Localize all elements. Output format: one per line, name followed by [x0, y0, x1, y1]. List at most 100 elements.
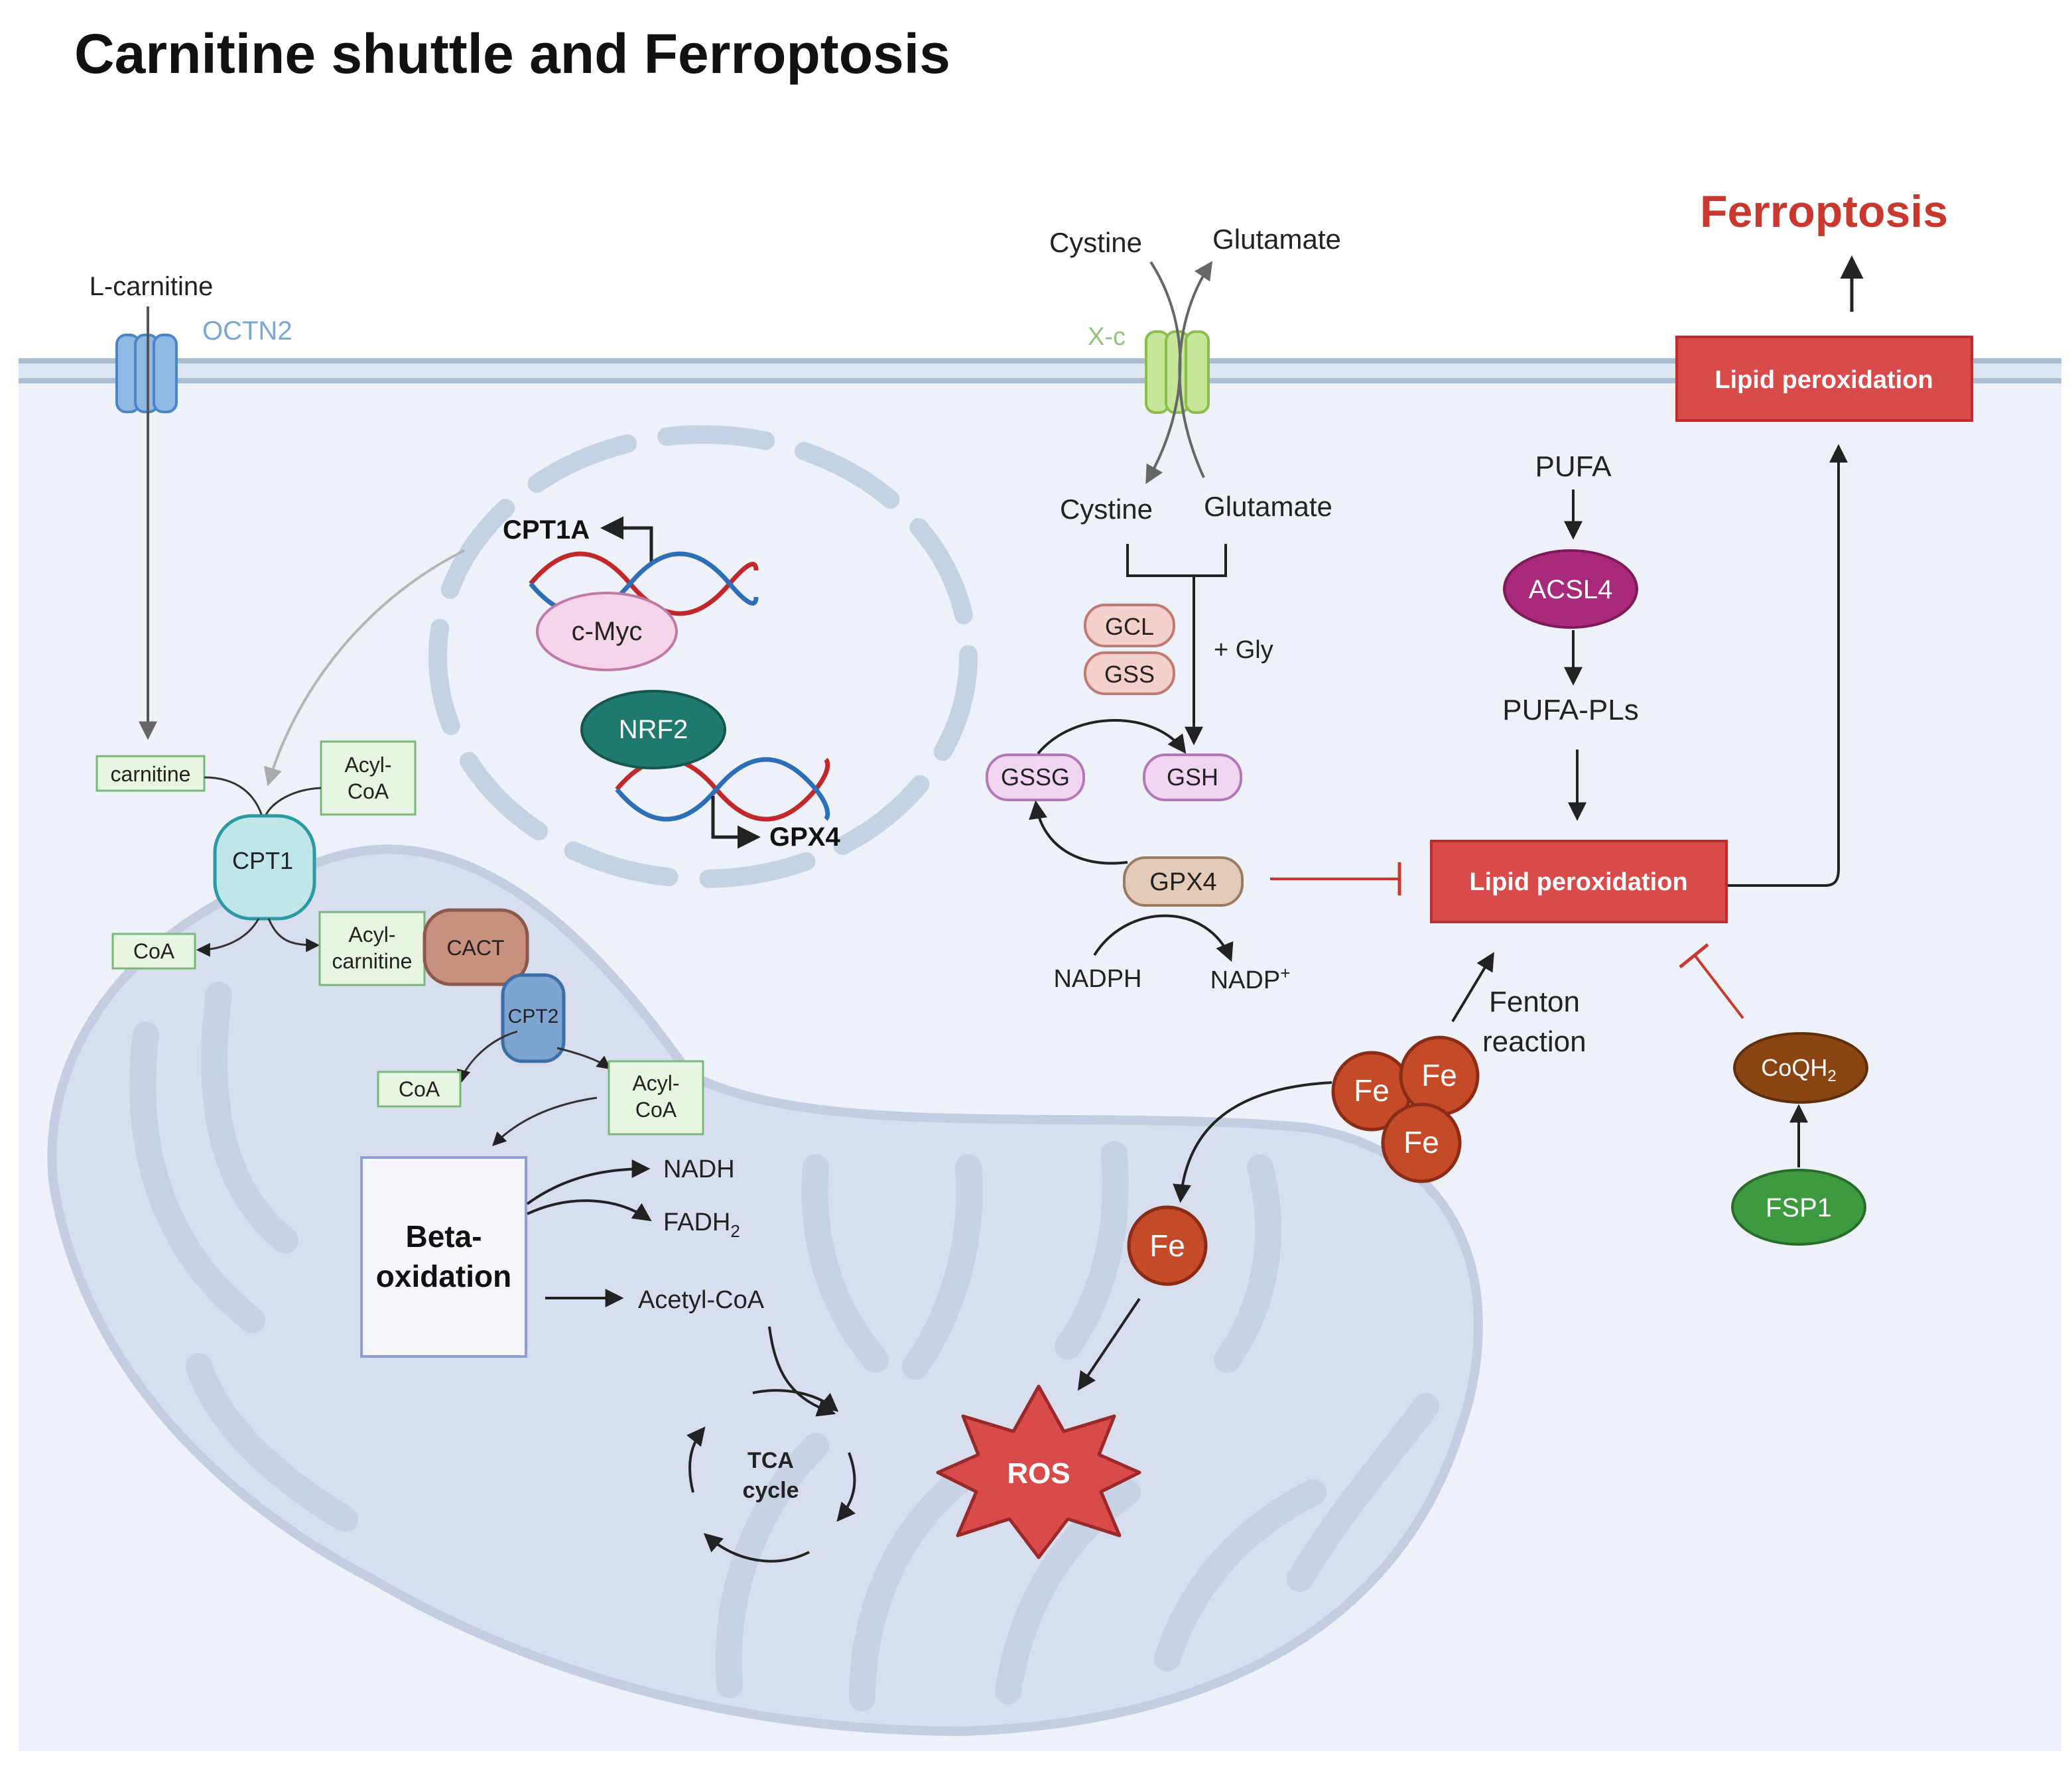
ros-burst [936, 1384, 1141, 1559]
coqh2-label: CoQH2 [1761, 1054, 1836, 1085]
fe-mito [1127, 1205, 1208, 1286]
coqh2-inhibition-bar [1679, 943, 1709, 968]
beta-oxidation-line1: Beta- [405, 1219, 482, 1254]
gpx4-label: GPX4 [1149, 868, 1216, 896]
acylcoa-to-cpt1-line [264, 787, 322, 817]
iron-to-mito-arrow [1173, 1081, 1332, 1203]
acyl-coa-box-1 [320, 740, 417, 816]
cpt2-label: CPT2 [508, 1006, 559, 1027]
cpt1-label: CPT1 [232, 847, 293, 874]
fadh2-label: FADH2 [663, 1209, 740, 1241]
fe-1-label: Fe [1354, 1073, 1390, 1108]
cpt2-to-acylcoa-arrow [556, 1047, 612, 1070]
gpx4-gene-arrow [711, 796, 761, 849]
coa-box-2 [377, 1071, 462, 1108]
nadh-label: NADH [663, 1155, 735, 1183]
glutamate-export-arrow [1178, 261, 1213, 478]
fe-2-label: Fe [1421, 1058, 1457, 1092]
coa-box-1 [111, 933, 196, 970]
xc-transporter [1145, 330, 1210, 414]
gsh-label: GSH [1167, 763, 1218, 791]
gly-label: + Gly [1214, 636, 1273, 664]
nucleus [428, 425, 978, 888]
gssg-label: GSSG [1001, 763, 1070, 791]
c-myc [536, 592, 678, 671]
lipid-peroxidation-mid-box [1430, 840, 1728, 923]
fenton-line1: Fenton [1489, 986, 1580, 1018]
xc-label: X-c [1088, 323, 1126, 351]
pufa-label: PUFA [1535, 450, 1612, 483]
nadph-to-nadp-arrow [1093, 914, 1234, 962]
acyl-coa-1-line1: Acyl- [344, 753, 391, 777]
gpx4-enzyme [1123, 856, 1244, 907]
carnitine-label: carnitine [111, 762, 191, 786]
cpt1a-gene-label: CPT1A [503, 515, 590, 545]
beta-oxidation-line2: oxidation [376, 1259, 511, 1293]
acyl-coa-2-line1: Acyl- [632, 1071, 679, 1095]
gsh [1143, 754, 1242, 801]
coa-2-label: CoA [399, 1077, 440, 1101]
pufa-pls-label: PUFA-PLs [1502, 694, 1638, 726]
acylcarnitine-line1: Acyl- [348, 923, 395, 947]
fsp1-label: FSP1 [1766, 1193, 1832, 1222]
beta-to-nadh-arrow [526, 1159, 651, 1205]
lipid-peroxidation-top-box [1675, 336, 1973, 422]
glutamate-in-label: Glutamate [1204, 491, 1332, 522]
page-title: Carnitine shuttle and Ferroptosis [74, 23, 950, 85]
acyl-coa-1-line2: CoA [348, 779, 389, 803]
gss-enzyme [1084, 651, 1175, 695]
glutamate-out-label: Glutamate [1212, 224, 1341, 255]
ferroptosis-label: Ferroptosis [1700, 186, 1948, 237]
cpt1a-to-cpt1-arrow [264, 549, 465, 787]
ros-label: ROS [1007, 1457, 1070, 1490]
coqh2-inhibition-line [1693, 954, 1744, 1019]
acsl4-label: ACSL4 [1529, 575, 1613, 604]
fe-mito-label: Fe [1149, 1228, 1185, 1263]
carnitine-to-cpt1-line [204, 776, 263, 817]
fenton-line2: reaction [1482, 1025, 1586, 1058]
acsl4 [1503, 549, 1638, 629]
fsp1 [1731, 1169, 1866, 1246]
fe-3-label: Fe [1403, 1125, 1439, 1159]
gsh-synthesis-bracket [1126, 544, 1227, 577]
acylcarnitine-line2: carnitine [332, 949, 413, 973]
octn2-label: OCTN2 [202, 316, 292, 346]
gcl-label: GCL [1105, 613, 1154, 640]
gcl-enzyme [1084, 604, 1175, 647]
cact-transporter [422, 908, 529, 986]
iron-cluster [1331, 1035, 1480, 1183]
coa-1-label: CoA [133, 939, 175, 963]
acyl-coa-box-2 [608, 1060, 704, 1136]
mitochondrion [47, 844, 1483, 1737]
cystine-in-label: Cystine [1060, 493, 1153, 525]
octn2-transporter [115, 334, 178, 413]
gss-label: GSS [1104, 661, 1155, 688]
tca-cycle-arrows [686, 1389, 856, 1563]
cact-label: CACT [446, 936, 504, 960]
c-myc-label: c-Myc [572, 617, 643, 646]
l-carnitine-label: L-carnitine [90, 272, 214, 301]
acetyl-coa-label: Acetyl-CoA [638, 1286, 765, 1314]
nrf2 [580, 690, 726, 769]
cystine-out-label: Cystine [1049, 227, 1142, 258]
nadph-label: NADPH [1053, 965, 1141, 993]
coqh2 [1733, 1032, 1868, 1104]
acyl-coa-2-line2: CoA [635, 1098, 677, 1122]
tca-line2: cycle [742, 1478, 799, 1503]
tca-line1: TCA [747, 1448, 794, 1473]
nadp-label: NADP+ [1210, 963, 1291, 994]
lipid-peroxidation-top-label: Lipid peroxidation [1715, 366, 1933, 394]
gssg [986, 754, 1085, 801]
cpt2-to-coa-arrow [456, 1030, 518, 1084]
nrf2-label: NRF2 [619, 715, 688, 744]
cpt2-transporter [501, 973, 566, 1063]
gpx4-to-gssg-arrow [1029, 800, 1128, 865]
cpt1a-promoter-arrow [600, 516, 653, 565]
beta-oxidation-box [360, 1156, 527, 1358]
lipid-perox-to-top-arrow [1728, 444, 1848, 887]
cpt1-to-coa-arrow [196, 918, 260, 957]
gssg-to-gsh-arrow [1037, 719, 1187, 755]
fe-ion-3 [1381, 1102, 1462, 1183]
